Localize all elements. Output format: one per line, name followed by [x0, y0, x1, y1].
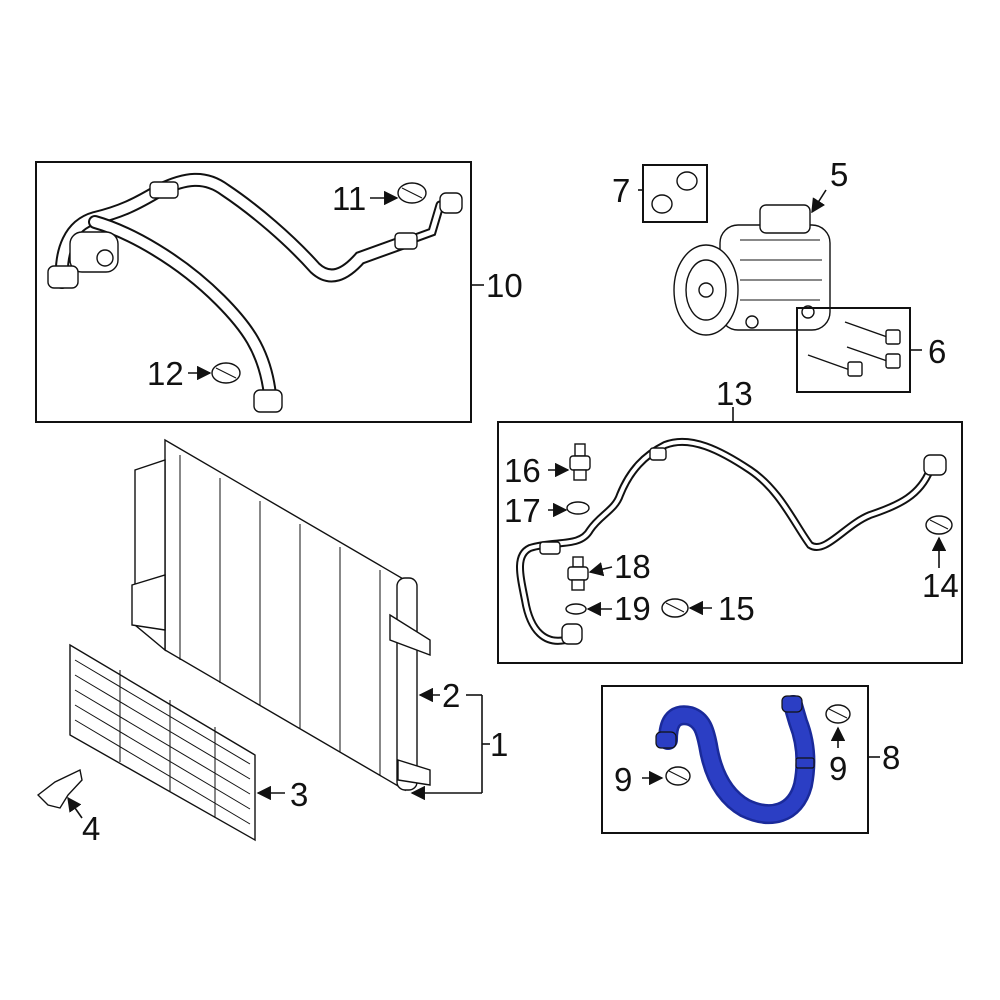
callout-17: 17: [504, 492, 541, 529]
discharge-hose-highlighted[interactable]: [655, 695, 816, 824]
clip-4[interactable]: [36, 768, 83, 809]
callout-14: 14: [922, 567, 959, 604]
clamp-14[interactable]: [925, 515, 953, 535]
callout-9-right: 9: [829, 750, 847, 787]
clamp-9-right[interactable]: [825, 704, 851, 724]
callout-labels: 1 2 3 4 5 6 7 8 9 9 10 11 12 13 14 15 16…: [82, 156, 959, 847]
callout-12: 12: [147, 355, 184, 392]
callout-11: 11: [332, 180, 366, 217]
callout-10: 10: [486, 267, 523, 304]
pressure-switch-18[interactable]: [567, 556, 589, 591]
callout-1: 1: [490, 726, 508, 763]
o-ring-19[interactable]: [565, 603, 587, 615]
clamp-15[interactable]: [661, 598, 689, 618]
receiver-drier-2[interactable]: [389, 577, 431, 791]
bolts-box-6[interactable]: [796, 307, 922, 393]
callout-6: 6: [928, 333, 946, 370]
callout-7: 7: [612, 172, 630, 209]
caps-box-7[interactable]: [638, 164, 708, 223]
callout-16: 16: [504, 452, 541, 489]
ac-compressor-5[interactable]: [673, 204, 831, 336]
condenser-1[interactable]: [131, 438, 406, 792]
callout-13: 13: [716, 375, 753, 412]
callout-3: 3: [290, 776, 308, 813]
discharge-hose-box-8[interactable]: [601, 685, 880, 834]
callout-18: 18: [614, 548, 651, 585]
clamp-12[interactable]: [211, 362, 241, 384]
callout-15: 15: [718, 590, 755, 627]
suction-hose-drawing: [47, 172, 463, 413]
callout-19: 19: [614, 590, 651, 627]
callout-9-left: 9: [614, 761, 632, 798]
callout-5: 5: [830, 156, 848, 193]
hose-assembly-box-10[interactable]: [35, 161, 484, 423]
clamp-11[interactable]: [397, 182, 427, 204]
line-assembly-box-13[interactable]: [497, 407, 963, 664]
callout-2: 2: [442, 677, 460, 714]
pressure-line-drawing: [516, 437, 947, 645]
callout-4: 4: [82, 810, 100, 847]
callout-8: 8: [882, 739, 900, 776]
air-guide-3[interactable]: [69, 643, 256, 842]
o-ring-17[interactable]: [566, 501, 590, 515]
pressure-switch-16[interactable]: [569, 443, 591, 481]
clamp-9-left[interactable]: [665, 766, 691, 786]
